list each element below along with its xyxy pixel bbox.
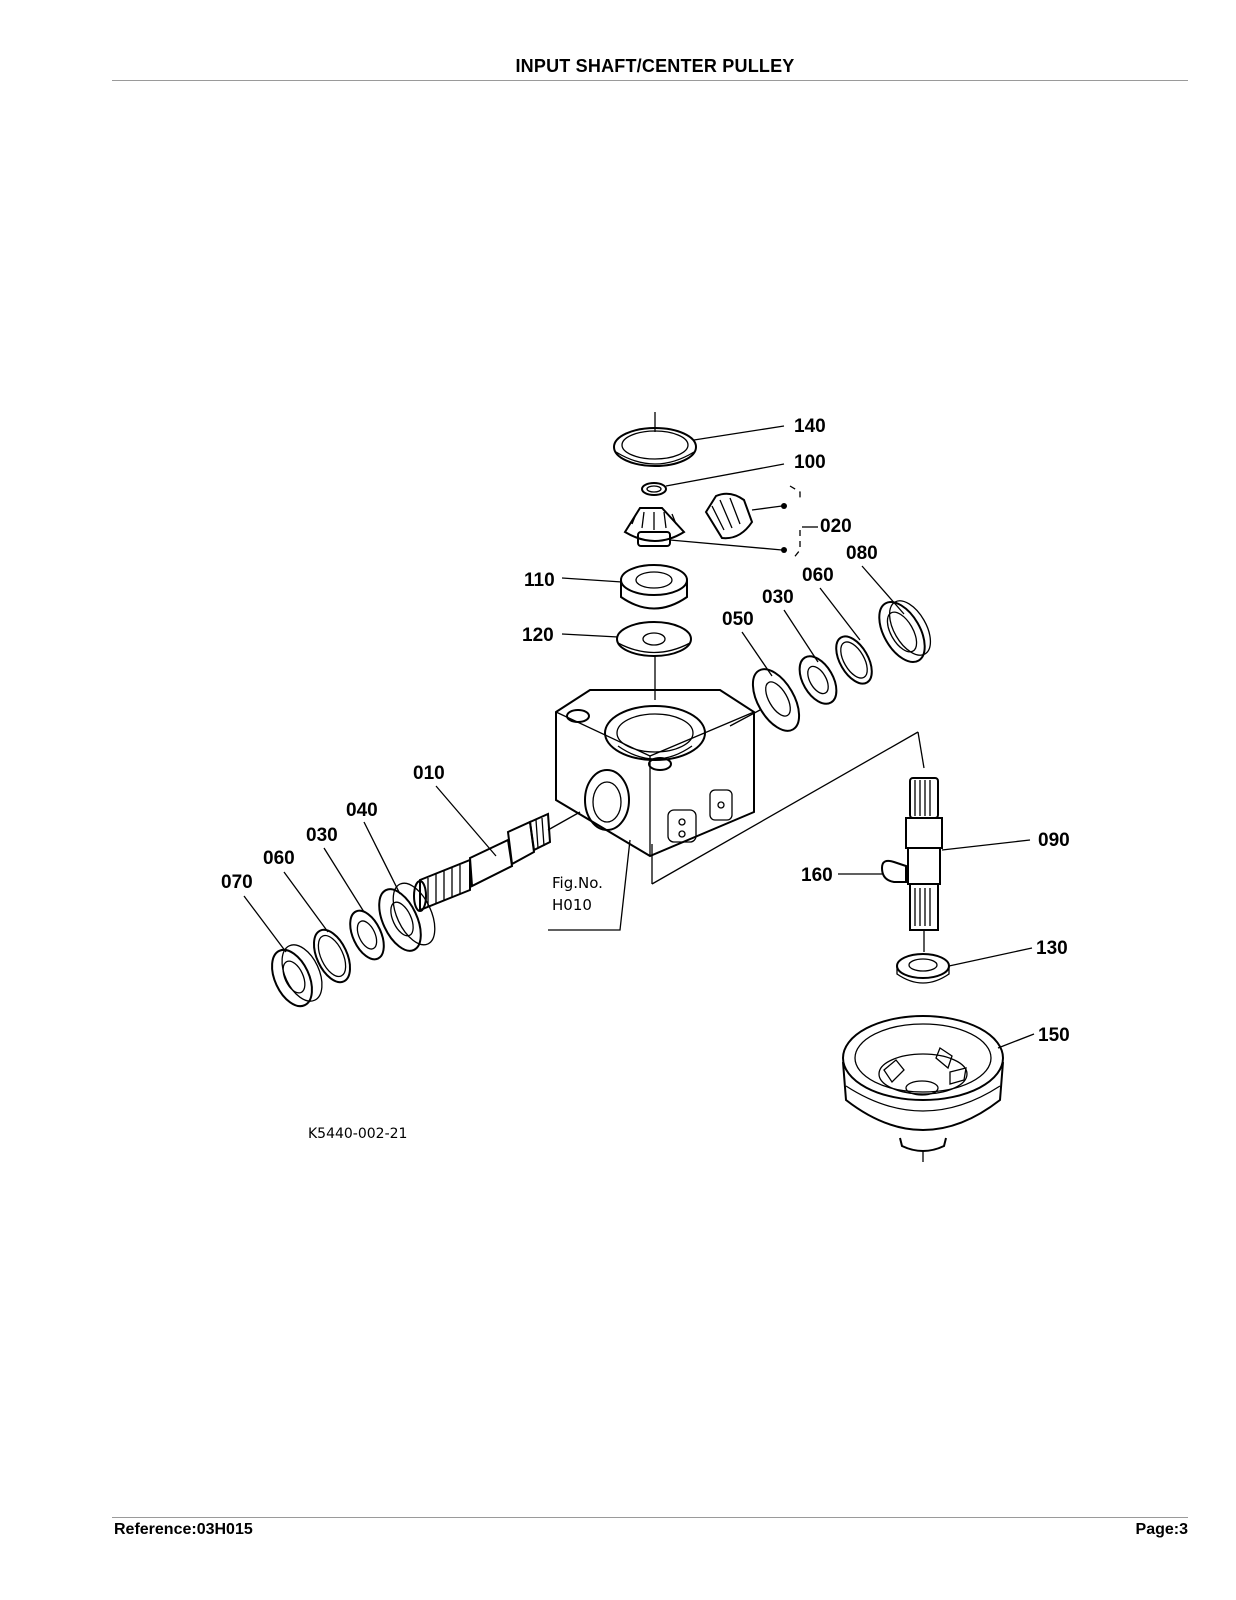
callout-130: 130 (1036, 938, 1068, 959)
part-090-output-shaft (905, 777, 943, 952)
page-number: Page:3 (1135, 1521, 1188, 1538)
part-060-snap-ring-right (835, 635, 873, 685)
part-040-ball-bearing (378, 882, 436, 952)
callout-140: 140 (794, 416, 826, 437)
part-050-ball-bearing (729, 668, 801, 732)
reference-label: Reference:03H015 (114, 1521, 253, 1538)
part-140-seal-ring (613, 412, 697, 467)
part-030-spacer-washer-left (349, 909, 385, 961)
callout-150: 150 (1038, 1025, 1070, 1046)
callout-010: 010 (413, 763, 445, 784)
part-110-ball-bearing (620, 564, 688, 610)
page-title: INPUT SHAFT/CENTER PULLEY (515, 56, 795, 76)
callout-030-right: 030 (762, 587, 794, 608)
part-160-woodruff-key (880, 859, 907, 883)
part-130-oil-seal (896, 953, 950, 984)
header-rule (112, 80, 1188, 81)
footer-rule (112, 1517, 1188, 1518)
part-030-spacer-washer-right (798, 655, 838, 705)
callout-030-left: 030 (306, 825, 338, 846)
callout-090: 090 (1038, 830, 1070, 851)
part-150-center-pulley (842, 1015, 1004, 1162)
part-010-input-shaft (413, 811, 581, 912)
callout-160: 160 (801, 865, 833, 886)
callout-060-right: 060 (802, 565, 834, 586)
figure-ref-label: Fig.No. (552, 874, 603, 892)
figure-ref-number: H010 (552, 896, 592, 914)
callout-040: 040 (346, 800, 378, 821)
gear-case-housing (555, 689, 755, 858)
callout-100: 100 (794, 452, 826, 473)
callout-060-left: 060 (263, 848, 295, 869)
part-080-oil-seal (878, 600, 932, 663)
callout-120: 120 (522, 625, 554, 646)
callout-020: 020 (820, 516, 852, 537)
part-120-thrust-washer (616, 621, 692, 700)
callout-110: 110 (524, 570, 555, 591)
shaft-bracket-lines (651, 731, 925, 885)
figure-reference-leader (548, 839, 631, 931)
callout-070: 070 (221, 872, 253, 893)
drawing-number: K5440-002-21 (308, 1126, 407, 1142)
callout-leader-lines (243, 425, 1035, 1049)
part-020-bevel-gear-set (623, 485, 801, 561)
callout-080: 080 (846, 543, 878, 564)
callout-050: 050 (722, 609, 754, 630)
part-070-oil-seal (271, 944, 323, 1008)
part-060-snap-ring-left (312, 928, 352, 984)
part-100-snap-ring (641, 482, 667, 496)
